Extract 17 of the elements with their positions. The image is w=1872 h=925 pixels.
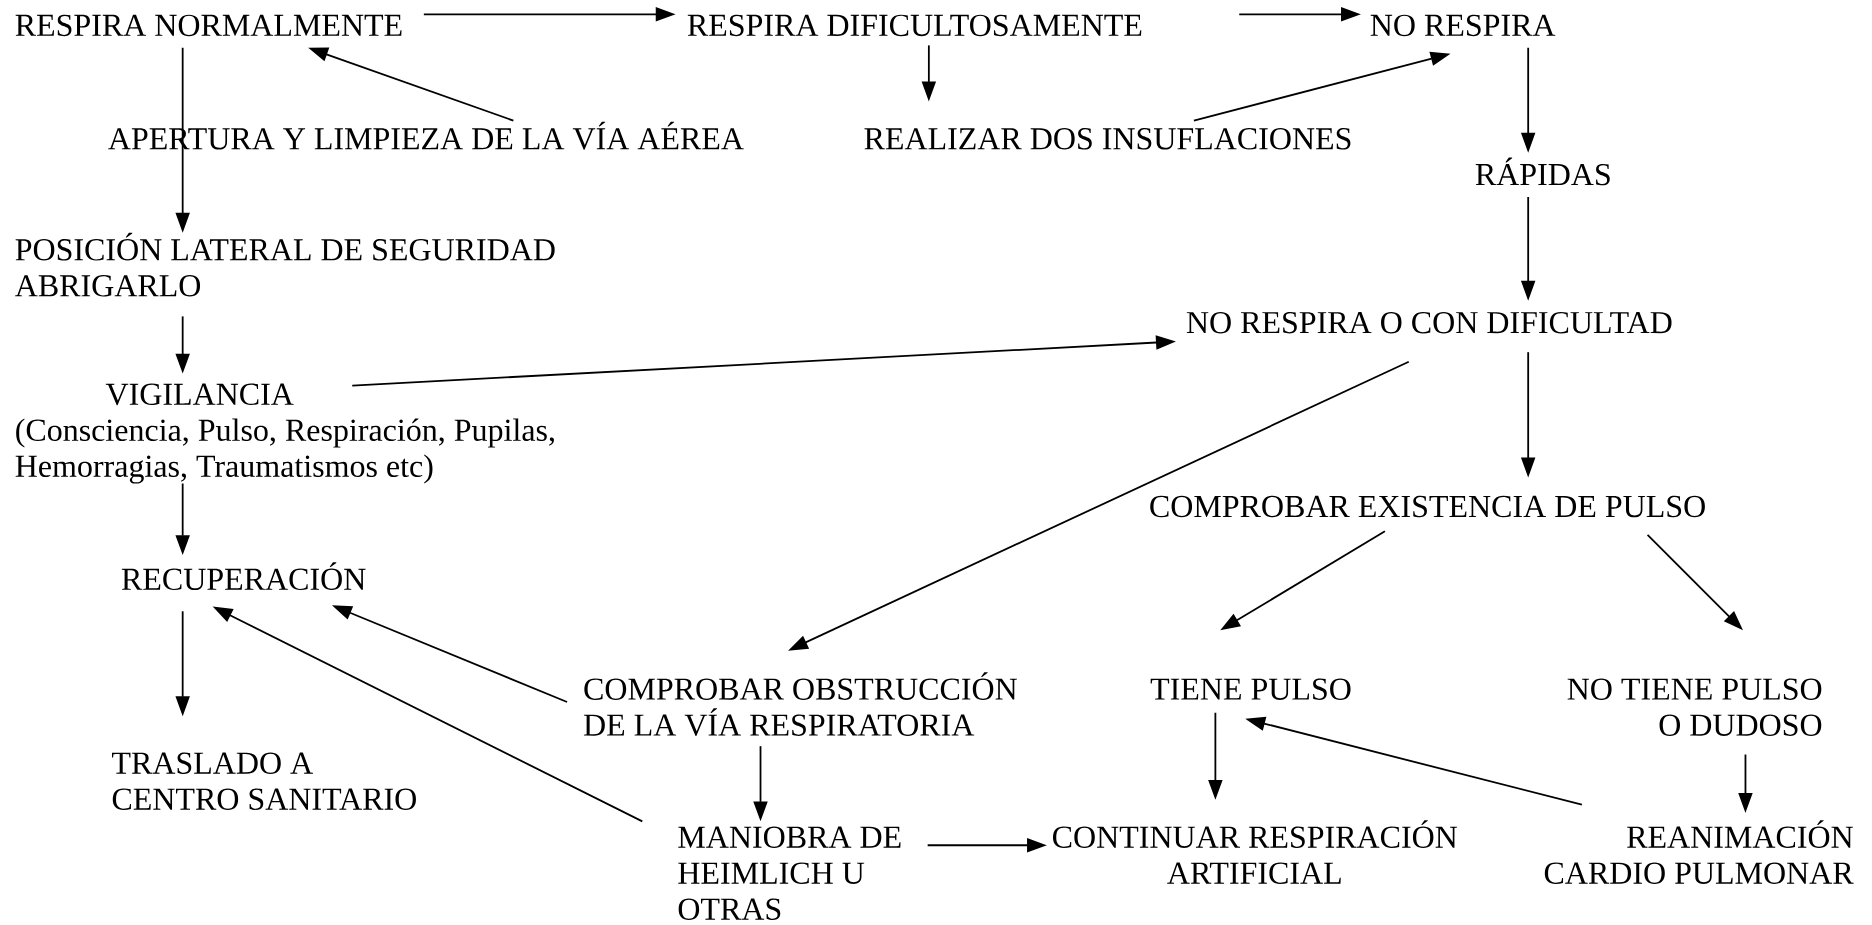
step-text: NO RESPIRA [1370,14,1556,36]
step-text: MANIOBRA DE HEIMLICH U OTRAS [678,826,901,920]
step-text: POSICIÓN LATERAL DE SEGURIDAD ABRIGARLO [15,232,555,297]
step-text: TRASLADO A CENTRO SANITARIO [112,752,416,810]
step-text: REALIZAR DOS INSUFLACIONES [864,127,1351,150]
step-text: VIGILANCIA (Consciencia, Pulso, Respiración, Pupilas, Hemorragias, Traumatismos etc) [15,383,554,484]
step-text: REANIMACIÓN CARDIO PULMONAR [1544,820,1854,884]
step-text: RECUPERACIÓN [121,562,366,590]
step-text: COMPROBAR EXISTENCIA DE PULSO [1150,495,1705,518]
step-text: NO RESPIRA O CON DIFICULTAD [1186,311,1672,334]
step-text: TIENE PULSO [1150,678,1351,700]
step-text: CONTINUAR RESPIRACIÓN ARTIFICIAL [1053,820,1458,884]
step-text: RESPIRA NORMALMENTE [15,14,402,36]
step-text: RÁPIDAS [1475,157,1610,186]
step-text: RESPIRA DIFICULTOSAMENTE [687,14,1142,36]
step-text: COMPROBAR OBSTRUCCIÓN DE LA VÍA RESPIRATORIA [583,672,1017,736]
step-text: NO TIENE PULSO O DUDOSO [1567,678,1822,736]
